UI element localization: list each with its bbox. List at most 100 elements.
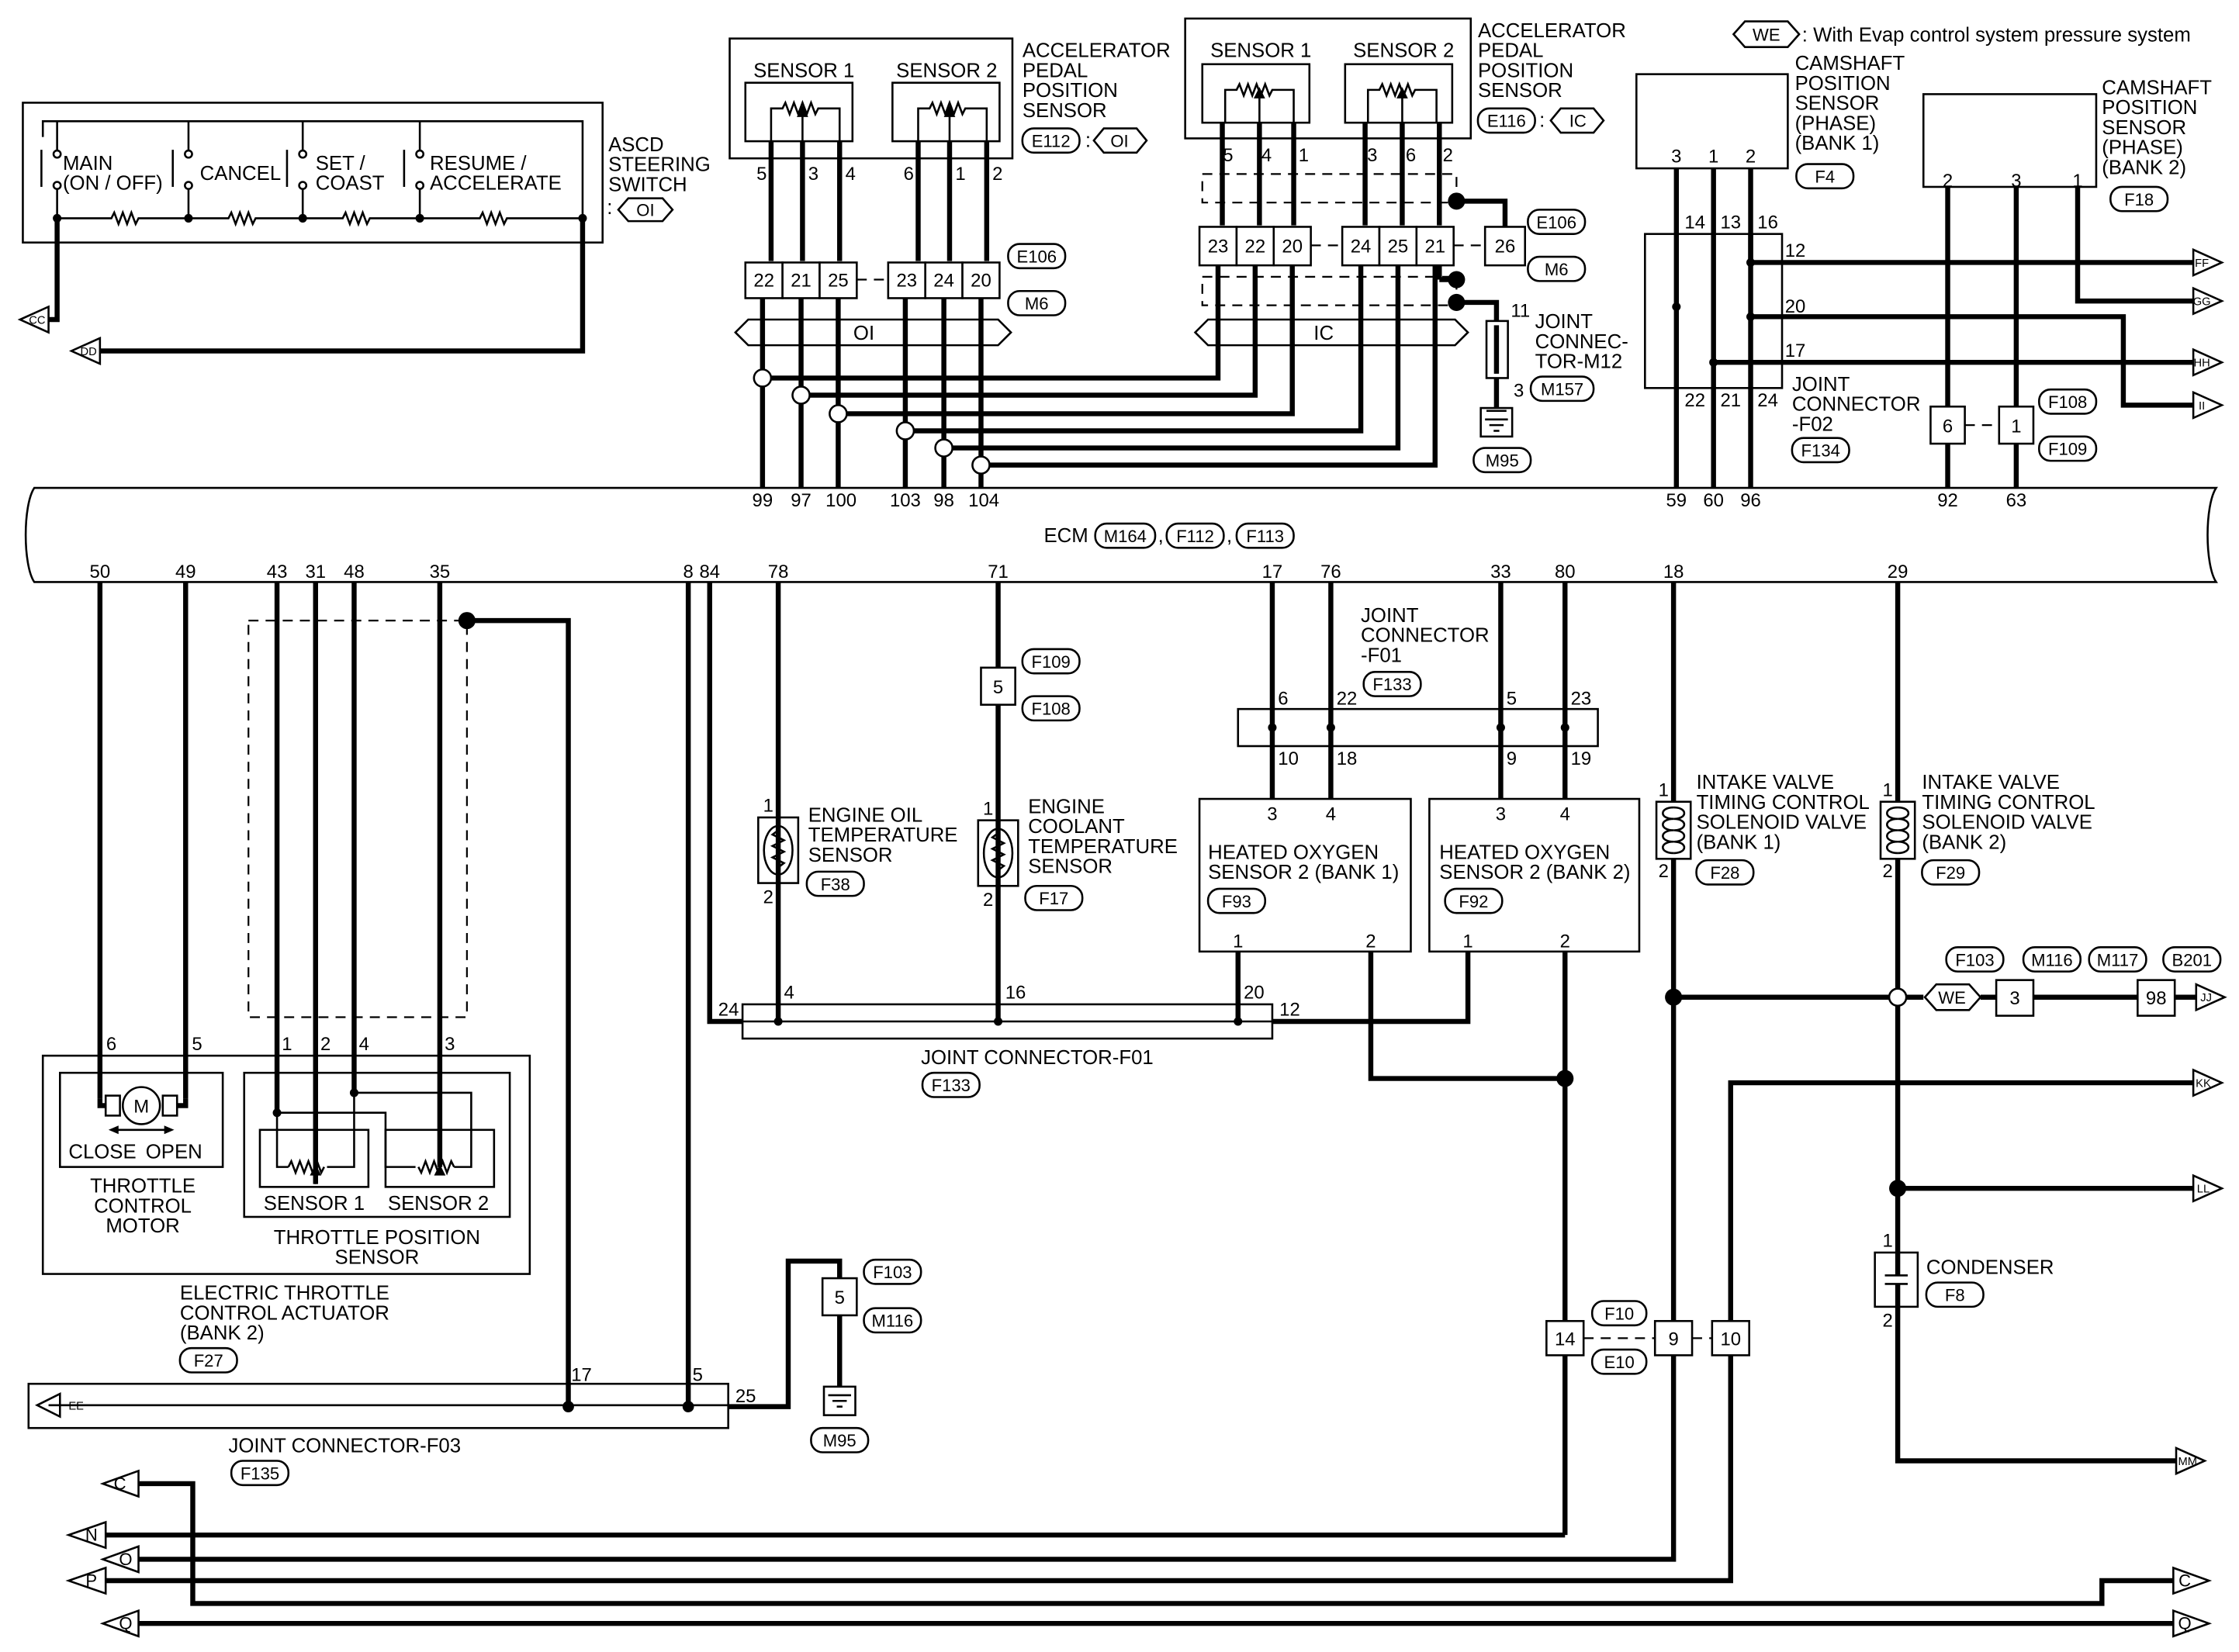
cam-b2-name-4: (PHASE) [2102, 137, 2182, 159]
ivtc-b1-connector: F28 [1710, 863, 1739, 883]
f01-bot-name: JOINT CONNECTOR-F01 [921, 1047, 1154, 1069]
ecm-pin-78: 78 [768, 562, 789, 582]
e116-connector: E116 [1487, 112, 1526, 131]
f02-top-16: 16 [1757, 212, 1778, 233]
cam-b2-connector: F18 [2124, 190, 2154, 209]
oil-pin-2: 2 [763, 886, 773, 907]
offpage-gg: GG [2193, 296, 2211, 309]
ivtc-b1-pin-2: 2 [1659, 861, 1669, 882]
ivtc-b1-name-1: INTAKE VALVE [1697, 772, 1835, 793]
motor-symbol: M [133, 1097, 149, 1118]
f10-pin-10: 10 [1720, 1329, 1741, 1350]
ecm-top-pins: 99 97 100 103 98 104 59 60 96 92 63 [753, 490, 2027, 511]
ivtc-b1-name-2: TIMING CONTROL [1697, 792, 1870, 814]
offpage-o: O [119, 1550, 132, 1569]
f03-pin-17: 17 [571, 1365, 592, 1386]
coolant-connector: F17 [1039, 889, 1068, 908]
condenser-pin-2: 2 [1883, 1311, 1893, 1332]
f02-top-13: 13 [1720, 212, 1741, 233]
ho2s-b1-name-1: HEATED OXYGEN [1208, 842, 1379, 863]
f02-bottom-24: 24 [1757, 390, 1778, 411]
f01-bot-connector: F133 [932, 1076, 971, 1095]
joint-connector-m12: 11 3 JOINT CONNEC- TOR-M12 M157 M95 [1472, 300, 1628, 474]
ecm-pin-99: 99 [753, 490, 773, 511]
ecm-conn-f113: F113 [1246, 527, 1284, 546]
e116-term-20: 20 [1282, 237, 1303, 257]
cam-b2-name-1: CAMSHAFT [2102, 77, 2212, 98]
ecm-pin-60: 60 [1703, 490, 1724, 511]
actuator-name-1: ELECTRIC THROTTLE [180, 1283, 389, 1305]
ho2s-b2-connector: F92 [1459, 892, 1488, 911]
f01-bus-24: 24 [718, 1000, 739, 1021]
f01-bus-16: 16 [1005, 983, 1026, 1004]
throttle-pin-2: 2 [320, 1034, 330, 1055]
ecm-pin-50: 50 [90, 562, 111, 582]
f109-box-conn-f109: F109 [1031, 652, 1070, 672]
e116-pin-6: 6 [1406, 145, 1416, 166]
ecm-pin-43: 43 [267, 562, 288, 582]
e116-pin-5: 5 [1223, 145, 1233, 166]
offpage-dd: DD [80, 346, 96, 358]
e112-pin-4: 4 [846, 164, 856, 185]
f01-top-22: 22 [1337, 689, 1358, 710]
e116-name-3: POSITION [1478, 60, 1573, 81]
f02-right-17: 17 [1785, 340, 1806, 361]
tps-name-2: SENSOR [335, 1247, 420, 1269]
cam-b2-pin-2: 2 [1943, 171, 1953, 192]
ascd-resume-label: RESUME / [430, 153, 527, 175]
engine-oil-temp-sensor: 1 2 ENGINE OIL TEMPERATURE SENSOR F38 [757, 582, 957, 1021]
f01-bot-19: 19 [1571, 748, 1592, 769]
f10-conn-e10: E10 [1604, 1353, 1635, 1372]
ascd-title-1: ASCD [608, 134, 664, 156]
ho2s-b2-pin-1: 1 [1462, 931, 1472, 952]
e112-pin-5: 5 [756, 164, 767, 185]
coolant-name-4: SENSOR [1028, 856, 1113, 878]
e112-conn-m6: M6 [1025, 294, 1049, 313]
ecm-label: ECM [1043, 525, 1088, 547]
m12-name-1: JOINT [1535, 311, 1594, 333]
ho2s-b1-pin-3: 3 [1267, 804, 1277, 825]
e112-term-25: 25 [828, 271, 849, 292]
e112-term-24: 24 [933, 271, 954, 292]
condenser-connector: F8 [1945, 1286, 1965, 1305]
f01-bot-10: 10 [1278, 748, 1299, 769]
ho2s-b1-pin-2: 2 [1365, 931, 1376, 952]
cam-b1-name-4: (PHASE) [1795, 112, 1876, 134]
throttle-pin-1: 1 [282, 1034, 292, 1055]
ecm-pin-100: 100 [825, 490, 856, 511]
ascd-accelerate-label: ACCELERATE [430, 173, 562, 195]
ascd-title-2: STEERING [608, 154, 711, 176]
offpage-jj: JJ [2200, 992, 2212, 1004]
legend-we-text: : With Evap control system pressure syst… [1802, 24, 2191, 46]
e116-term-26: 26 [1495, 237, 1516, 257]
coolant-name-3: TEMPERATURE [1028, 836, 1178, 858]
e112-colon: : [1085, 130, 1091, 151]
tps-name-1: THROTTLE POSITION [274, 1227, 480, 1249]
ecm-pin-49: 49 [175, 562, 196, 582]
motor-open-label: OPEN [146, 1142, 202, 1163]
throttle-motor-icon: M [97, 1086, 189, 1135]
ascd-set-label: SET / [316, 153, 366, 175]
throttle-wires [97, 582, 571, 1407]
ecm-pin-80: 80 [1555, 562, 1576, 582]
throttle-pin-3: 3 [445, 1034, 455, 1055]
ecm-pin-48: 48 [344, 562, 365, 582]
ho2s-bank2: 3 4 HEATED OXYGEN SENSOR 2 (BANK 2) F92 … [1428, 797, 1641, 953]
tps-sensor1-label: SENSOR 1 [264, 1193, 365, 1215]
f03-name: JOINT CONNECTOR-F03 [228, 1435, 461, 1457]
ecm-pin-29: 29 [1888, 562, 1909, 582]
cam-b1-name-2: POSITION [1795, 73, 1891, 95]
f02-name-3: -F02 [1792, 413, 1833, 435]
m12-ground-icon [1479, 406, 1514, 438]
ascd-cancel-label: CANCEL [200, 163, 282, 185]
f01-bus-20: 20 [1244, 983, 1265, 1004]
oil-pin-1: 1 [763, 796, 773, 817]
oil-name-3: SENSOR [808, 845, 893, 866]
actuator-name-3: (BANK 2) [180, 1322, 265, 1344]
e116-term-24: 24 [1351, 237, 1372, 257]
ecm-conn-f112: F112 [1176, 527, 1214, 546]
ho2s-return-wires [1368, 951, 1574, 1536]
m12-connector: M157 [1541, 380, 1583, 399]
coolant-name-1: ENGINE [1028, 796, 1105, 817]
ecm-pin-84: 84 [699, 562, 720, 582]
